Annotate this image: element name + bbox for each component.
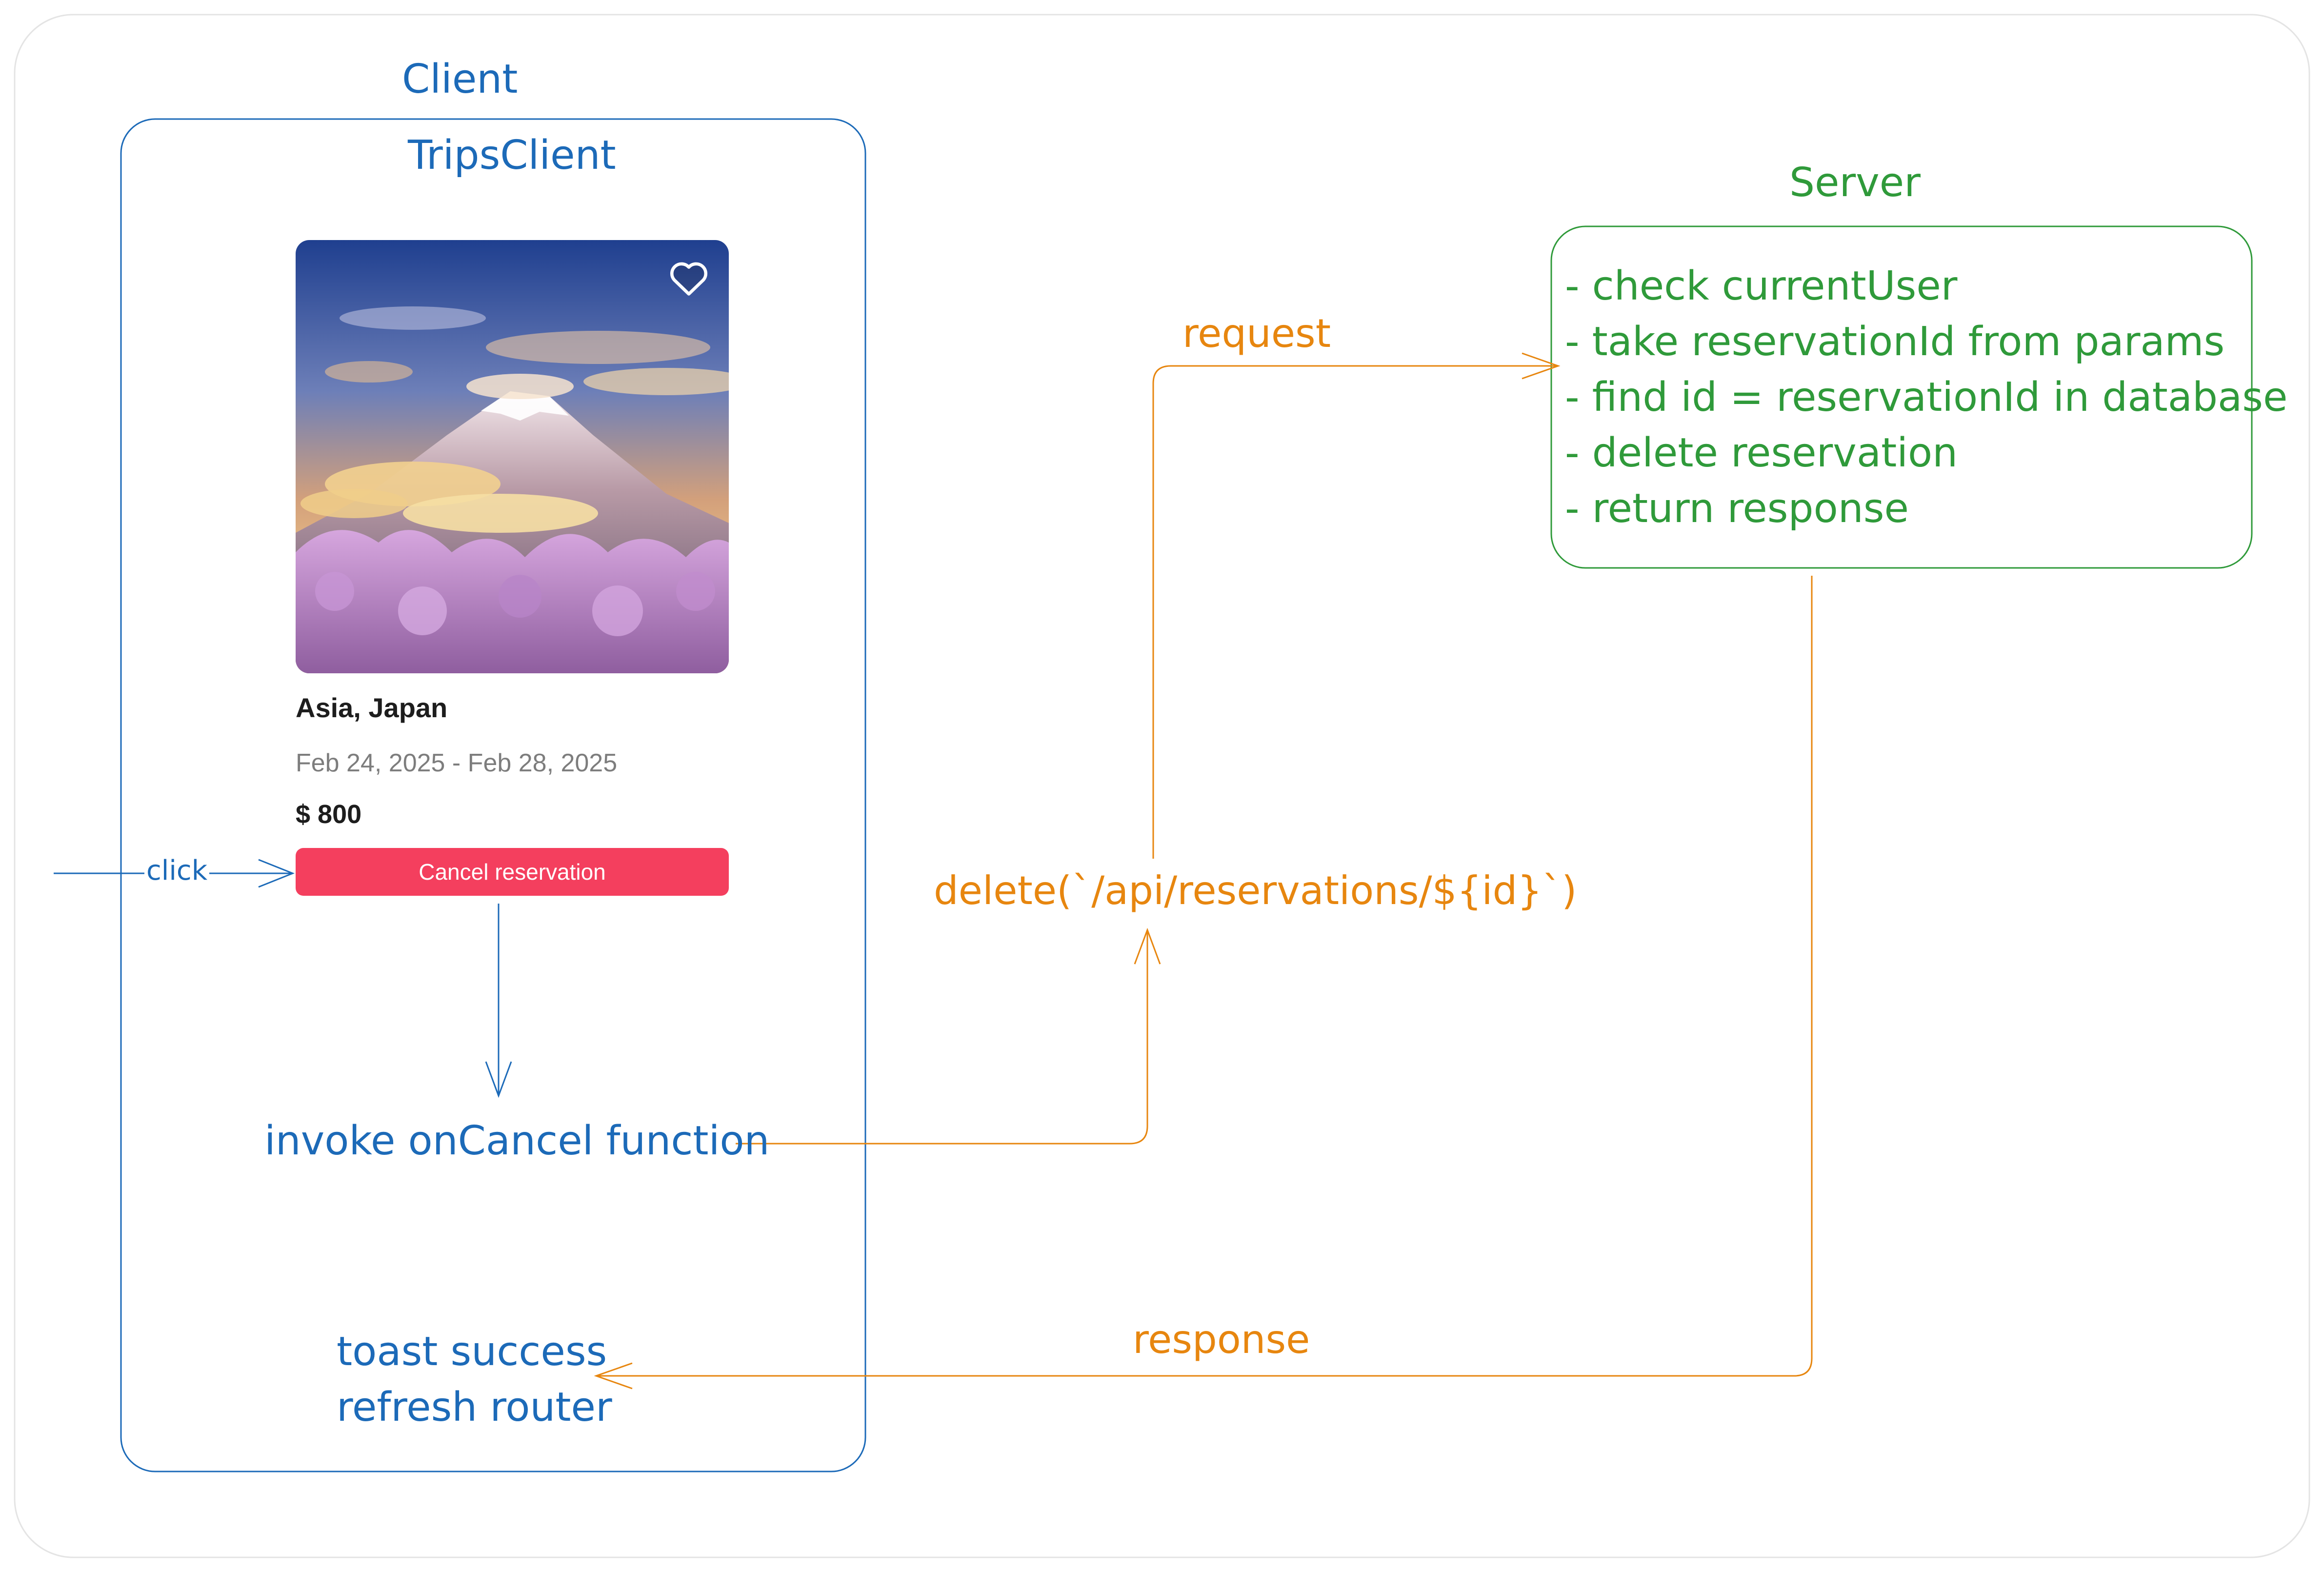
client-result: toast success refresh router xyxy=(337,1324,612,1435)
response-label: response xyxy=(1133,1317,1310,1362)
heart-icon xyxy=(670,262,708,296)
trip-price: $ 800 xyxy=(296,800,362,829)
outer-frame xyxy=(14,14,2310,1558)
toast-line: toast success xyxy=(337,1329,607,1375)
click-label: click xyxy=(144,857,210,885)
api-call-label: delete(`/api/reservations/${id}`) xyxy=(934,868,1577,913)
server-step: - check currentUser xyxy=(1565,263,1958,309)
server-step: - return response xyxy=(1565,485,1909,532)
trip-dates: Feb 24, 2025 - Feb 28, 2025 xyxy=(296,749,618,777)
client-box xyxy=(120,118,866,1472)
server-step: - find id = reservationId in database xyxy=(1565,374,2288,421)
server-title: Server xyxy=(1789,160,1921,206)
client-title: Client xyxy=(402,56,518,102)
server-steps: - check currentUser - take reservationId… xyxy=(1565,259,2287,537)
invoke-label: invoke onCancel function xyxy=(264,1118,770,1164)
favorite-button[interactable] xyxy=(667,258,710,297)
mountain-landscape-image xyxy=(296,240,729,673)
server-step: - delete reservation xyxy=(1565,430,1958,476)
server-box xyxy=(1550,225,2253,569)
trip-location: Asia, Japan xyxy=(296,692,448,723)
cancel-reservation-button[interactable]: Cancel reservation xyxy=(296,848,729,896)
button-to-invoke-arrow xyxy=(485,904,512,1098)
refresh-line: refresh router xyxy=(337,1384,612,1431)
trip-image[interactable] xyxy=(296,240,729,673)
request-label: request xyxy=(1182,311,1331,356)
server-step: - take reservationId from params xyxy=(1565,319,2225,365)
invoke-to-call-arrow xyxy=(736,927,1161,1145)
request-arrow xyxy=(1152,352,1561,859)
component-title: TripsClient xyxy=(408,132,616,179)
response-arrow xyxy=(594,576,1813,1390)
